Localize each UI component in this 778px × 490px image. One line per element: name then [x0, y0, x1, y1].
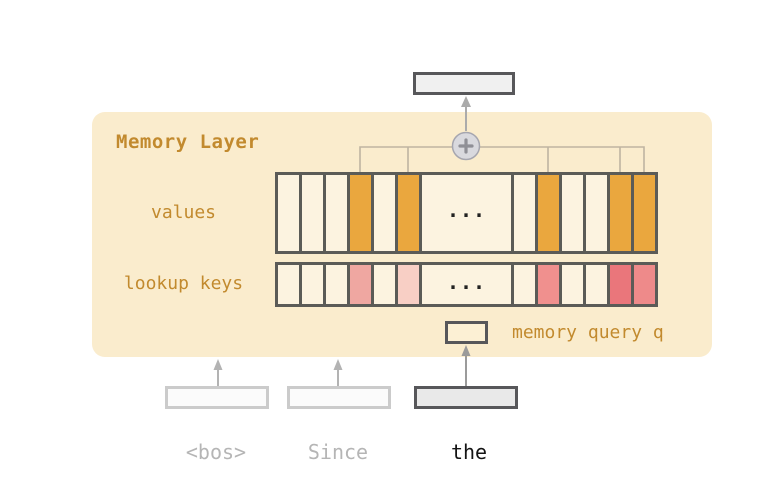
- key-cell-match: [607, 262, 634, 307]
- key-cell: [275, 262, 302, 307]
- input-embedding-box-the: [414, 386, 518, 409]
- value-cell-selected: [631, 172, 658, 254]
- key-cell: [299, 262, 326, 307]
- value-cell: [559, 172, 586, 254]
- value-cell: [299, 172, 326, 254]
- input-embedding-box-bos: [165, 386, 269, 409]
- value-cell-selected: [607, 172, 634, 254]
- key-cell-match: [631, 262, 658, 307]
- value-cell: [323, 172, 350, 254]
- values-row-label: values: [150, 202, 217, 223]
- value-cell: [511, 172, 538, 254]
- key-cell: [559, 262, 586, 307]
- output-embedding-box: [413, 72, 515, 95]
- value-cell: [583, 172, 610, 254]
- input-embedding-box-since: [287, 386, 391, 409]
- key-cell: [323, 262, 350, 307]
- lookup-keys-row-label: lookup keys: [123, 273, 244, 294]
- lookup-keys-row: ...: [275, 262, 658, 307]
- key-cell: [371, 262, 398, 307]
- key-cell-match: [395, 262, 422, 307]
- arrow-up-bos: [213, 359, 223, 387]
- token-label-since: Since: [307, 440, 369, 464]
- value-cell: [275, 172, 302, 254]
- memory-query-label: memory query q: [512, 322, 664, 343]
- arrow-up-since: [333, 359, 343, 387]
- token-label-the: the: [450, 440, 488, 464]
- key-cell-match: [347, 262, 374, 307]
- panel-title: Memory Layer: [116, 131, 260, 153]
- value-cell-selected: [535, 172, 562, 254]
- ellipsis-cell: ...: [419, 172, 514, 254]
- memory-query-box: [445, 321, 488, 344]
- value-cell-selected: [395, 172, 422, 254]
- values-row: ...: [275, 172, 658, 254]
- key-cell-match: [535, 262, 562, 307]
- key-cell: [511, 262, 538, 307]
- key-cell: [583, 262, 610, 307]
- value-cell: [371, 172, 398, 254]
- value-cell-selected: [347, 172, 374, 254]
- ellipsis-cell: ...: [419, 262, 514, 307]
- token-label-bos: <bos>: [185, 440, 247, 464]
